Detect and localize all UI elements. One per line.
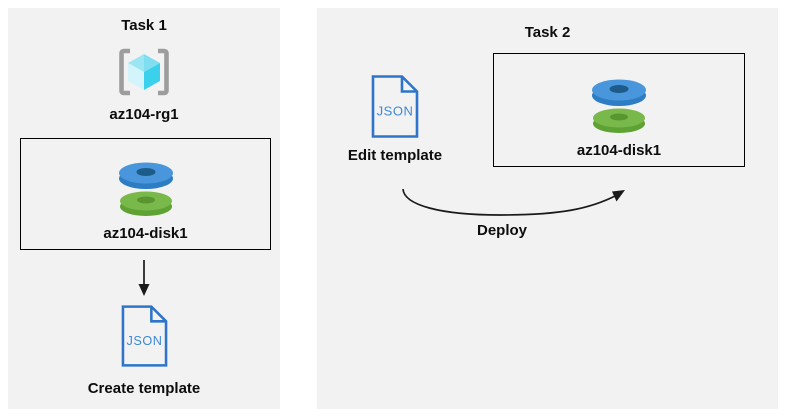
cube-bottom-right-face xyxy=(144,63,160,90)
create-template-caption: Create template xyxy=(87,380,201,397)
json-icon-text: JSON xyxy=(127,333,163,348)
json-file-icon: JSON xyxy=(121,305,168,367)
deploy-caption: Deploy xyxy=(476,222,527,239)
disk-green-hole xyxy=(136,196,155,204)
curved-arrow-shaft xyxy=(402,188,618,216)
curved-arrow-head xyxy=(612,190,625,202)
disk-green-hole xyxy=(610,113,628,121)
task2-panel: Task 2 JSON Edit template az104-disk1 xyxy=(317,8,778,409)
resource-group-label: az104-rg1 xyxy=(109,106,179,123)
disk-label: az104-disk1 xyxy=(103,225,188,242)
disk-label: az104-disk1 xyxy=(576,142,662,159)
json-icon-text: JSON xyxy=(377,104,414,119)
managed-disk-icon xyxy=(592,79,646,133)
left-bracket-shape xyxy=(119,48,130,96)
cube-bottom-left-face xyxy=(128,63,144,90)
json-file-icon: JSON xyxy=(371,75,419,138)
deploy-arrow-icon xyxy=(402,188,625,216)
task1-disk-box: az104-disk1 xyxy=(20,138,271,250)
task2-disk-box: az104-disk1 xyxy=(493,53,745,167)
right-bracket-shape xyxy=(158,48,169,96)
disk-blue-hole xyxy=(136,168,155,176)
task2-title: Task 2 xyxy=(524,24,571,41)
arrow-head xyxy=(138,284,150,296)
document-fold-corner xyxy=(400,76,417,93)
task1-title: Task 1 xyxy=(121,17,167,34)
disk-blue-hole xyxy=(609,85,629,93)
edit-template-caption: Edit template xyxy=(347,147,443,164)
down-arrow-icon xyxy=(138,260,150,296)
managed-disk-icon xyxy=(118,162,173,216)
cube-top-right-face xyxy=(144,54,160,72)
document-fold-corner xyxy=(150,306,167,323)
task1-panel: Task 1 az104-rg1 az104-disk1 xyxy=(8,8,280,409)
resource-group-icon xyxy=(119,48,169,96)
cube-top-left-face xyxy=(128,54,144,72)
